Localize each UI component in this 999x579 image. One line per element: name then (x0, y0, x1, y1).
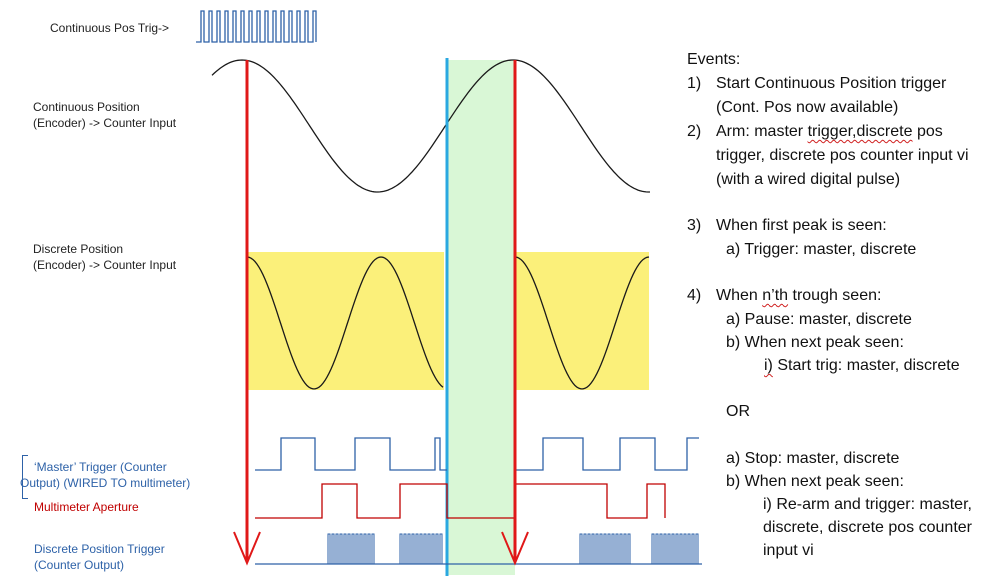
discrete-window-2 (515, 252, 649, 390)
label-discrete-position-trigger: Discrete Position Trigger (34, 542, 165, 556)
event-1-line-1: Start Continuous Position trigger (716, 75, 947, 92)
events-heading: Events: (687, 51, 741, 68)
event-1-number: 1) (687, 75, 702, 92)
label-discrete-position-encoder: (Encoder) -> Counter Input (33, 258, 177, 272)
label-master-trigger: ‘Master’ Trigger (Counter (34, 460, 167, 474)
event-4-a: a) Pause: master, discrete (726, 311, 912, 328)
label-master-trigger-wired: Output) (WIRED TO multimeter) (20, 476, 191, 490)
peak-arrow-1 (233, 60, 261, 566)
master-trigger-bracket (22, 455, 28, 499)
label-continuous-position: Continuous Position (33, 100, 140, 114)
discrete-trigger-burst-3 (579, 533, 632, 565)
continuous-position-wave (211, 59, 650, 193)
discrete-position-trigger-signal (255, 533, 702, 565)
event-2-line-3: (with a wired digital pulse) (716, 171, 901, 188)
discrete-trigger-burst-2 (399, 533, 444, 565)
multimeter-aperture-signal (255, 483, 666, 519)
label-multimeter-aperture: Multimeter Aperture (34, 500, 139, 514)
alt-b-i-line-2: discrete, discrete pos counter (763, 519, 972, 536)
event-4-b-i: i) Start trig: master, discrete (764, 357, 960, 374)
discrete-position-wave-1 (246, 256, 444, 390)
alt-b: b) When next peak seen: (726, 473, 904, 490)
event-2-line-1: Arm: master trigger,discrete pos (716, 123, 943, 140)
label-continuous-pos-trig: Continuous Pos Trig-> (50, 21, 170, 35)
event-or: OR (726, 403, 750, 420)
event-4-number: 4) (687, 287, 702, 304)
event-4-line-1: When n’th trough seen: (716, 287, 882, 304)
continuous-pos-trig-pulses (196, 10, 317, 43)
label-discrete-position-trigger-output: (Counter Output) (34, 558, 125, 572)
event-2-number: 2) (687, 123, 702, 140)
discrete-position-wave-2 (514, 256, 650, 390)
event-3-line-1: When first peak is seen: (716, 217, 887, 234)
label-continuous-position-encoder: (Encoder) -> Counter Input (33, 116, 177, 130)
event-3-line-2: a) Trigger: master, discrete (726, 241, 917, 258)
master-trigger-signal (255, 437, 699, 471)
pause-region (447, 60, 515, 575)
discrete-trigger-burst-1 (327, 533, 376, 565)
discrete-trigger-burst-4 (651, 533, 700, 565)
label-discrete-position: Discrete Position (33, 242, 124, 256)
alt-b-i-line-3: input vi (763, 542, 814, 559)
alt-a: a) Stop: master, discrete (726, 450, 900, 467)
peak-arrow-2 (501, 60, 529, 566)
event-2-line-2: trigger, discrete pos counter input vi (716, 147, 969, 164)
event-1-line-2: (Cont. Pos now available) (716, 99, 899, 116)
event-4-b: b) When next peak seen: (726, 334, 904, 351)
event-3-number: 3) (687, 217, 702, 234)
alt-b-i-line-1: i) Re-arm and trigger: master, (763, 496, 972, 513)
